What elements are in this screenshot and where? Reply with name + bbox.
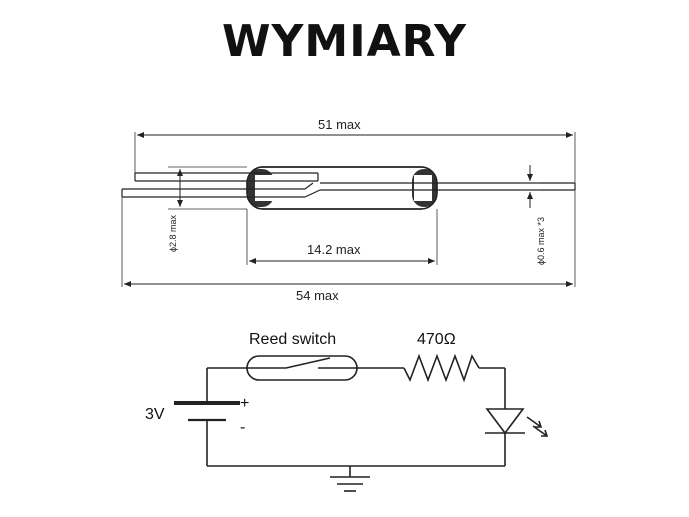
resistor-symbol	[403, 353, 480, 383]
battery-symbol	[174, 401, 240, 422]
extension-lines	[121, 132, 576, 287]
component-outline	[121, 166, 576, 210]
battery-minus-sign: -	[240, 419, 245, 436]
dim-label-54: 54 max	[296, 288, 339, 303]
battery-plus-sign: +	[240, 395, 249, 412]
battery-label: 3V	[145, 406, 165, 423]
reed-switch-label: Reed switch	[249, 331, 336, 348]
page-title: WYMIARY	[222, 16, 467, 67]
circuit-wires	[206, 367, 506, 467]
dim-label-dia-2-8: ϕ2.8 max	[168, 214, 178, 252]
dim-label-dia-0-6: ϕ0.6 max *3	[536, 217, 546, 265]
reed-switch-symbol	[246, 355, 358, 381]
resistor-label: 470Ω	[417, 331, 456, 348]
dim-label-51: 51 max	[318, 117, 361, 132]
dim-label-14-2: 14.2 max	[307, 242, 361, 257]
ground-symbol	[330, 466, 370, 492]
led-symbol	[485, 408, 549, 437]
